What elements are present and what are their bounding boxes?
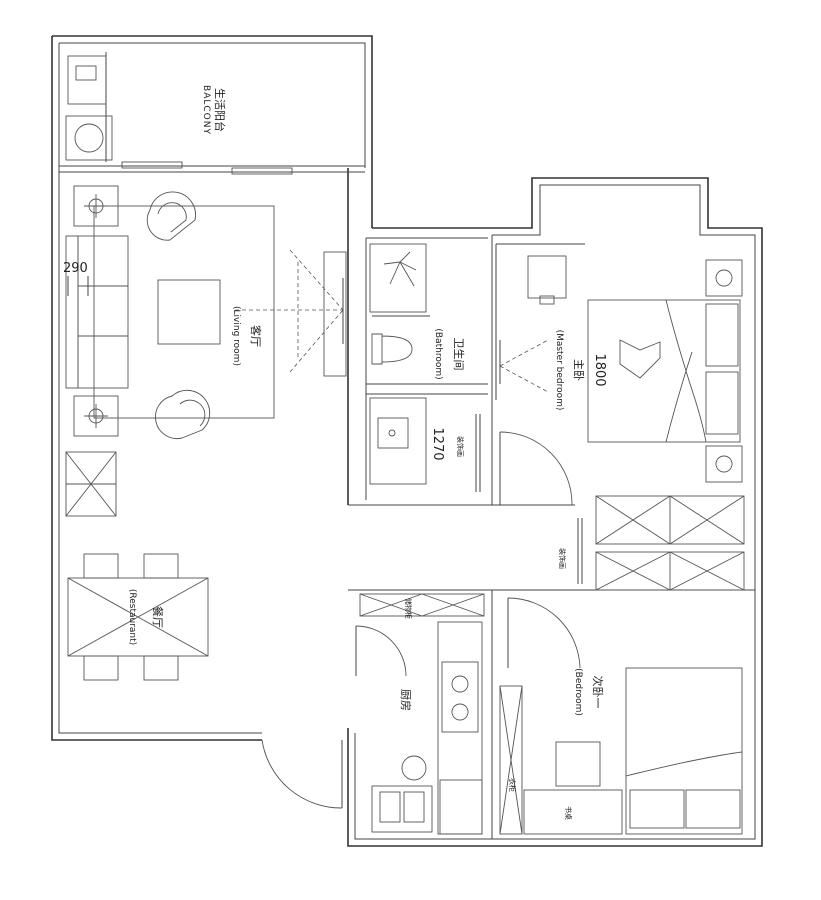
entry-door [261, 739, 343, 809]
exterior-walls [51, 35, 763, 847]
desk-chair [555, 741, 601, 787]
desk-note: 书桌 [564, 806, 573, 820]
bath-deco-note: 装饰画 [456, 436, 465, 457]
dimension-vanity: 1270 [430, 427, 445, 460]
restaurant-name: 餐厅 [151, 606, 165, 628]
balcony-name-en: BALCONY [201, 85, 211, 135]
living-name-en: (Living room) [231, 306, 241, 366]
nightstand [705, 445, 743, 483]
bathroom-name: 卫生间 [452, 338, 466, 371]
shower [369, 243, 427, 313]
restaurant-name-en: (Restaurant) [127, 589, 137, 645]
study-desk [523, 789, 623, 835]
storage-cabinet [359, 593, 485, 617]
bedroom-bed [625, 667, 743, 835]
dining-table [67, 577, 209, 657]
balcony-sliding-door [59, 161, 365, 175]
armchair [146, 191, 196, 241]
balcony-name: 生活阳台 [213, 88, 227, 132]
kitchen-name: 厨房 [399, 689, 412, 711]
master-door [499, 431, 573, 506]
master-name: 主卧 [572, 359, 585, 381]
bathroom-name-en: (Bathroom) [433, 328, 443, 379]
kitchen-sink [371, 785, 433, 833]
dining-chair [143, 655, 179, 681]
gas-stove [441, 661, 479, 733]
side-table [73, 185, 119, 227]
wardrobe [499, 685, 523, 835]
living-name: 客厅 [249, 325, 263, 347]
cabinet-note: 储物柜 [404, 598, 413, 619]
storage-shelf [65, 451, 117, 517]
kitchen: 储物柜 厨房 [355, 593, 485, 835]
toilet [371, 333, 413, 365]
wardrobe-note: 衣柜 [508, 778, 517, 792]
master-bedroom: 1800 主卧 (Master bedroom) [495, 255, 743, 483]
balcony-area: 生活阳台 BALCONY [65, 52, 227, 162]
master-bed [587, 299, 741, 443]
dining-chair [83, 553, 119, 579]
sofa [77, 235, 129, 389]
armchair [155, 389, 211, 439]
dining-chair [143, 553, 179, 579]
hall-deco-note: 装饰画 [558, 548, 567, 569]
coffee-table [157, 279, 221, 345]
bedroom-name-en: (Bedroom) [573, 668, 583, 716]
master-name-en: (Master bedroom) [554, 330, 564, 411]
side-table [73, 395, 119, 437]
bath-vanity [369, 397, 427, 485]
cook-figure [401, 755, 427, 781]
dimension-living: 290 [63, 261, 88, 276]
tv-cabinet [323, 251, 347, 377]
second-bedroom: 衣柜 书桌 次卧一 (Bedroom) [499, 597, 743, 835]
dimension-master-bed: 1800 [592, 353, 607, 386]
desk-chair [527, 255, 567, 299]
living-room: 290 客厅 (Living room) [63, 185, 347, 439]
bathroom: 1270 装饰画 卫生间 (Bathroom) [369, 243, 481, 492]
hall-wardrobes: 装饰画 [558, 495, 745, 591]
interior-walls [348, 235, 755, 839]
dining-area: 餐厅 (Restaurant) [67, 553, 209, 681]
washing-machine [65, 115, 113, 161]
nightstand [705, 259, 743, 297]
dining-chair [83, 655, 119, 681]
bedroom-name: 次卧一 [591, 676, 605, 709]
